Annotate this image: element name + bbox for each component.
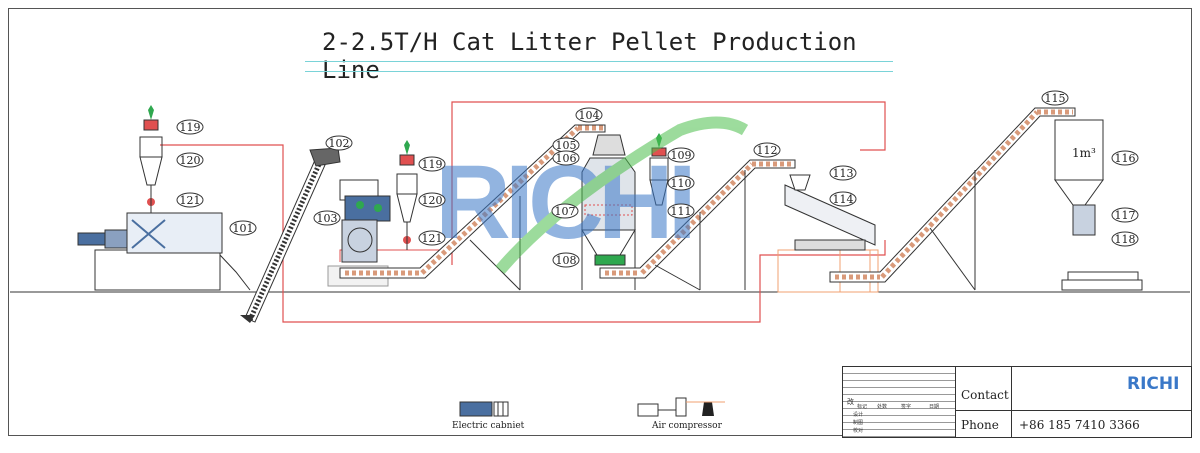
callout-balloon	[829, 191, 857, 207]
callout-number: 113	[833, 167, 854, 180]
callout-balloon	[1111, 231, 1139, 247]
callout-balloon	[1111, 207, 1139, 223]
tb-vdivider	[1011, 367, 1012, 437]
electric-cabinet-icon	[459, 401, 509, 417]
callout-number: 104	[579, 109, 600, 122]
contact-label: Contact	[961, 388, 1009, 402]
callout-number: 107	[555, 205, 576, 218]
cyclone-second	[396, 140, 418, 250]
callout-number: 111	[671, 205, 692, 218]
page-title: 2-2.5T/H Cat Litter Pellet Production Li…	[322, 28, 857, 84]
air-compressor-icon	[637, 397, 725, 417]
phone-value: +86 185 7410 3366	[1019, 418, 1140, 432]
callout-balloon	[551, 203, 579, 219]
callout-balloon	[575, 107, 603, 123]
callout-balloon	[176, 119, 204, 135]
tb-divider	[955, 410, 1191, 411]
vibrating-screener	[777, 174, 879, 293]
callout-number: 106	[556, 152, 577, 165]
belt-conveyor-111	[599, 159, 796, 291]
silo-capacity-label: 1m³	[1072, 146, 1096, 160]
callout-balloon	[325, 135, 353, 151]
callout-balloon	[667, 203, 695, 219]
grid-header-1: 处数	[877, 404, 888, 410]
title-block: 改 标记 处数 签字 日期 设计 制图 校对 Contact Phone +86…	[842, 366, 1192, 438]
callout-number: 121	[422, 232, 443, 245]
callout-number: 121	[180, 194, 201, 207]
richi-watermark: RICHI	[435, 116, 749, 274]
callout-number: 119	[180, 121, 201, 134]
phone-label: Phone	[961, 418, 999, 432]
callout-number: 101	[233, 222, 254, 235]
red-pipe-dryer	[339, 249, 452, 262]
logo-text: RICHI	[1127, 374, 1180, 394]
callout-number: 109	[671, 149, 692, 162]
callout-number: 120	[180, 154, 201, 167]
callout-number: 117	[1115, 209, 1136, 222]
callout-number: 112	[757, 144, 778, 157]
callout-balloon	[552, 252, 580, 268]
callout-balloon	[313, 210, 341, 226]
callout-number: 116	[1115, 152, 1136, 165]
belt-conveyor-115	[829, 107, 1076, 291]
revision-mark: 改	[847, 398, 854, 406]
grid-row-1: 制图	[853, 420, 864, 426]
legend-electric-cabinet: Electric cabniet	[452, 421, 525, 431]
legend-air-compressor: Air compressor	[652, 421, 722, 431]
richi-logo: RICHI	[1127, 374, 1179, 394]
callout-balloon	[1041, 90, 1069, 106]
callout-number: 118	[1115, 233, 1136, 246]
callout-balloon	[229, 220, 257, 236]
red-pipe-upper	[451, 101, 886, 265]
callout-balloon	[418, 192, 446, 208]
belt-conveyor-104	[339, 124, 606, 291]
screw-conveyor-102	[240, 147, 341, 323]
callout-number: 105	[556, 139, 577, 152]
title-underline-top	[305, 61, 893, 62]
callout-balloon	[176, 152, 204, 168]
grid-row-0: 设计	[853, 412, 864, 418]
callout-number: 102	[329, 137, 350, 150]
callout-balloon	[753, 142, 781, 158]
callout-balloon	[1111, 150, 1139, 166]
callout-balloon	[418, 156, 446, 172]
callout-number: 119	[422, 158, 443, 171]
callout-balloon	[176, 192, 204, 208]
callout-balloon	[418, 230, 446, 246]
callout-number: 108	[556, 254, 577, 267]
callout-balloon	[667, 175, 695, 191]
callout-balloon	[552, 150, 580, 166]
red-pipe-lower	[160, 144, 886, 323]
title-underline-bottom	[305, 71, 893, 72]
callout-number: 110	[671, 177, 692, 190]
revision-grid	[843, 367, 956, 437]
grid-header-0: 标记	[857, 404, 868, 410]
grid-row-2: 校对	[853, 428, 864, 434]
grid-header-3: 日期	[929, 404, 940, 410]
callout-number: 103	[317, 212, 338, 225]
callout-number: 115	[1045, 92, 1066, 105]
callout-number: 114	[833, 193, 854, 206]
grid-header-2: 签字	[901, 404, 912, 410]
silo-and-packer	[1054, 119, 1143, 291]
callout-balloon	[667, 147, 695, 163]
callout-number: 120	[422, 194, 443, 207]
callout-balloon	[829, 165, 857, 181]
mixer-unit-101	[77, 105, 251, 291]
